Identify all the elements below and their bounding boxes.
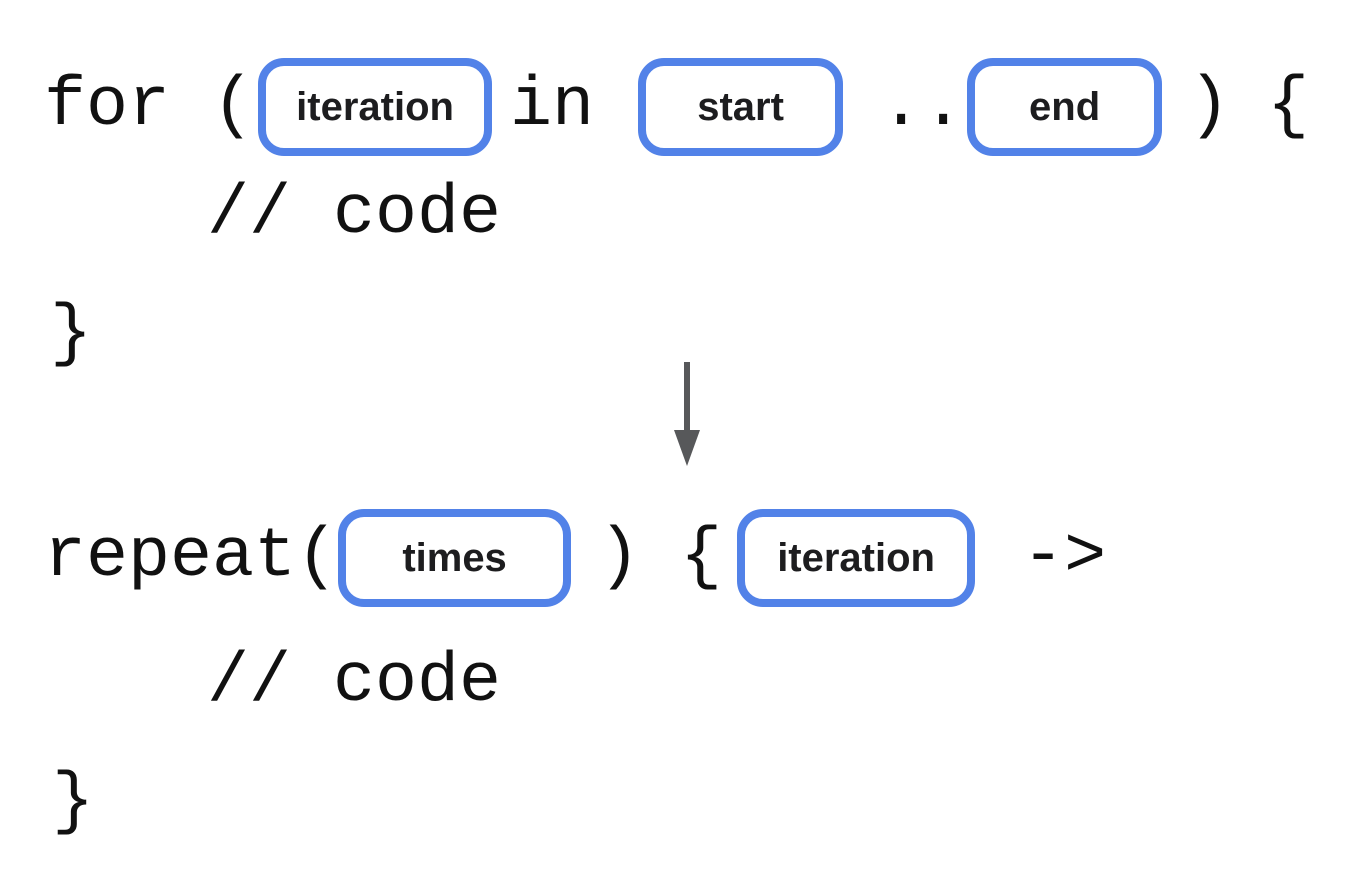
slot-times-label: times: [402, 536, 507, 580]
repeat-signature-row: repeat( times ) { iteration ->: [44, 508, 1106, 608]
repeat-keyword-token: repeat(: [44, 518, 339, 597]
for-signature-row: for ( iteration in start .. end ) {: [44, 57, 1309, 157]
transform-arrow: [672, 362, 702, 466]
slot-iteration: iteration: [258, 58, 493, 156]
slot-start: start: [638, 58, 844, 156]
closing-brace-token: }: [52, 763, 95, 842]
slot-start-label: start: [697, 85, 784, 129]
for-closing-brace-row: }: [50, 300, 92, 370]
slot-iteration-lambda: iteration: [737, 509, 976, 607]
comment-token: // code: [207, 643, 502, 722]
for-body-comment-row: // code: [207, 180, 501, 250]
down-arrow-icon: [674, 362, 700, 466]
lambda-arrow-token: ->: [1022, 518, 1107, 597]
repeat-body-comment-row: // code: [207, 648, 501, 718]
in-keyword-token: in: [510, 67, 595, 146]
comment-token: // code: [207, 175, 502, 254]
slot-times: times: [338, 509, 572, 607]
for-keyword-token: for (: [44, 67, 255, 146]
slot-iteration-lambda-label: iteration: [777, 536, 935, 580]
slot-end: end: [967, 58, 1163, 156]
close-paren-token: ): [598, 518, 641, 597]
close-paren-token: ): [1188, 67, 1231, 146]
slot-end-label: end: [1029, 85, 1101, 129]
open-brace-token: {: [680, 518, 723, 597]
range-dots-token: ..: [880, 67, 965, 146]
slot-iteration-label: iteration: [296, 85, 454, 129]
closing-brace-token: }: [50, 295, 93, 374]
open-brace-token: {: [1267, 67, 1310, 146]
repeat-closing-brace-row: }: [52, 768, 94, 838]
